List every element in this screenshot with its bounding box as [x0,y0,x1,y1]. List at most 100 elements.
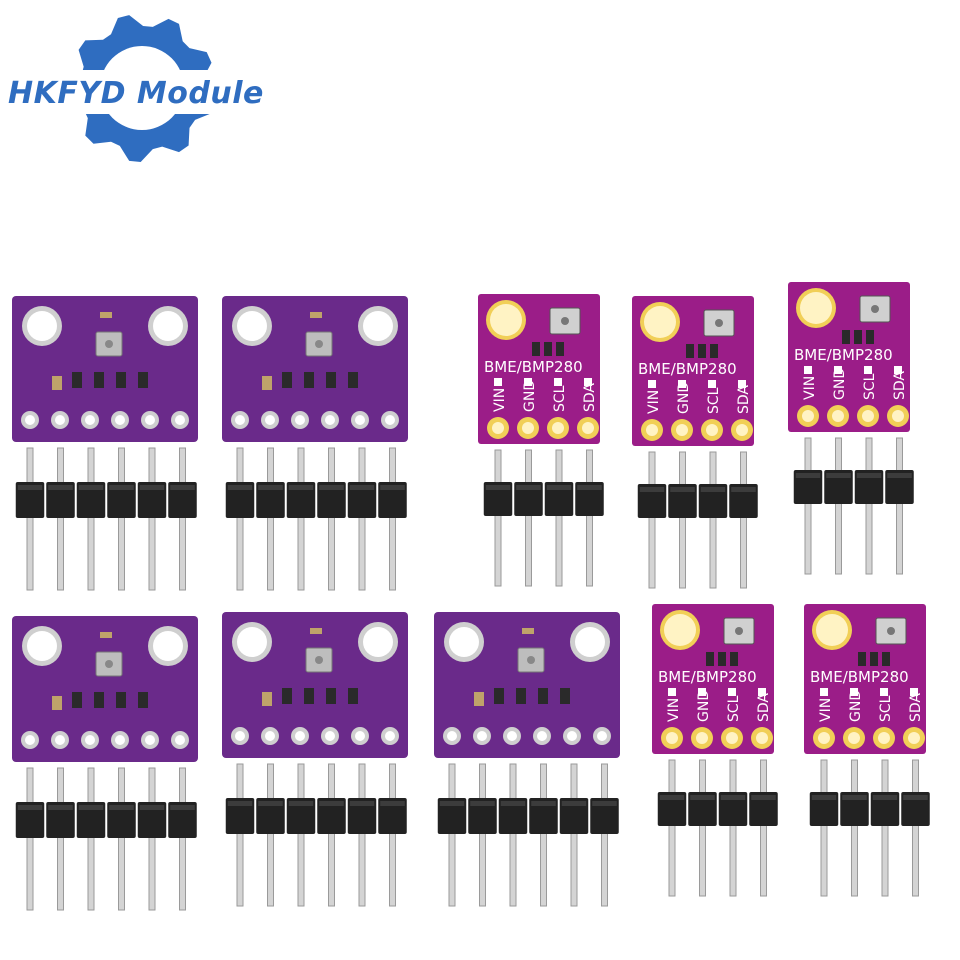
mount-hole-inner [800,292,832,324]
pin-pad-hole [385,415,395,425]
smd-part [686,344,694,358]
smd-part [310,628,322,634]
header-block [590,798,619,834]
smd-part [718,652,726,666]
header-highlight [842,795,867,800]
header-highlight [227,801,253,806]
mount-hole-inner [27,631,57,661]
sensor-port [735,627,743,635]
header-highlight [109,485,134,490]
header-highlight [872,795,898,800]
header-highlight [470,801,495,806]
header-block [286,482,316,518]
smd-part [100,312,112,318]
header-block [575,482,604,516]
pin-marker [648,380,656,388]
header-block [225,798,255,834]
pin-pad-hole [582,422,594,434]
header-block [809,792,839,826]
header-highlight [227,485,253,490]
pin-marker [678,380,686,388]
smd-part [882,652,890,666]
header-highlight [903,795,928,800]
pin-pad-hole [736,424,748,436]
mount-hole-inner [153,631,183,661]
pin-label: SDA [892,371,908,400]
smd-part [522,628,534,634]
large-sensor-board [222,612,408,907]
header-block [137,482,167,518]
mount-hole-inner [153,311,183,341]
smd-part [532,342,540,356]
pin-pad-hole [85,735,95,745]
pin-pad-hole [295,415,305,425]
header-highlight [811,795,837,800]
pin-pad-hole [55,735,65,745]
header-highlight [659,795,685,800]
pin [865,437,873,575]
header-block [514,482,543,516]
pin-pad-hole [145,735,155,745]
header-highlight [349,801,375,806]
header-highlight [500,801,526,806]
pin [26,767,34,911]
header-block [168,482,197,518]
pin [148,767,156,911]
header-highlight [826,473,851,478]
pin [668,759,676,897]
header-highlight [751,795,776,800]
pin-label: VIN [492,388,508,412]
smd-part [870,652,878,666]
pin-pad-hole [696,732,708,744]
header-highlight [700,487,726,492]
header-block [544,482,574,516]
header-block [749,792,778,826]
board-label-title: BME/BMP280 [658,668,757,686]
header-highlight [439,801,465,806]
header-block [347,798,377,834]
pin [494,449,502,587]
pin [509,763,517,907]
header-block [854,470,884,504]
pin-pad-hole [325,415,335,425]
pin [328,447,335,591]
header-block [76,802,106,838]
header-highlight [288,485,314,490]
board-label-title: BME/BMP280 [638,360,737,378]
sensor-port [527,656,535,664]
header-highlight [485,485,511,490]
smd-part [138,692,148,708]
pin-pad-hole [802,410,814,422]
pin-label: SDA [582,383,598,412]
pin-pad-hole [892,410,904,422]
smd-part [94,692,104,708]
header-block [637,484,667,518]
header-block [225,482,255,518]
smd-part [72,372,82,388]
header-highlight [561,801,587,806]
smd-part [282,688,292,704]
pin-label: SCL [726,695,742,722]
header-block [76,482,106,518]
header-block [729,484,758,518]
smd-part [544,342,552,356]
pin-label: SCL [706,387,722,414]
pin [729,759,737,897]
pin [236,763,244,907]
header-highlight [670,487,695,492]
smd-part [556,342,564,356]
pin-label: SCL [862,373,878,400]
header-highlight [856,473,882,478]
pin-pad-hole [115,735,125,745]
pin-marker [738,380,746,388]
smd-part [560,688,570,704]
header-highlight [109,805,134,810]
mount-hole-inner [363,311,393,341]
header-highlight [139,805,165,810]
smd-part [116,692,126,708]
board-label-title: BME/BMP280 [484,358,583,376]
pin [555,449,563,587]
pin-marker [820,688,828,696]
